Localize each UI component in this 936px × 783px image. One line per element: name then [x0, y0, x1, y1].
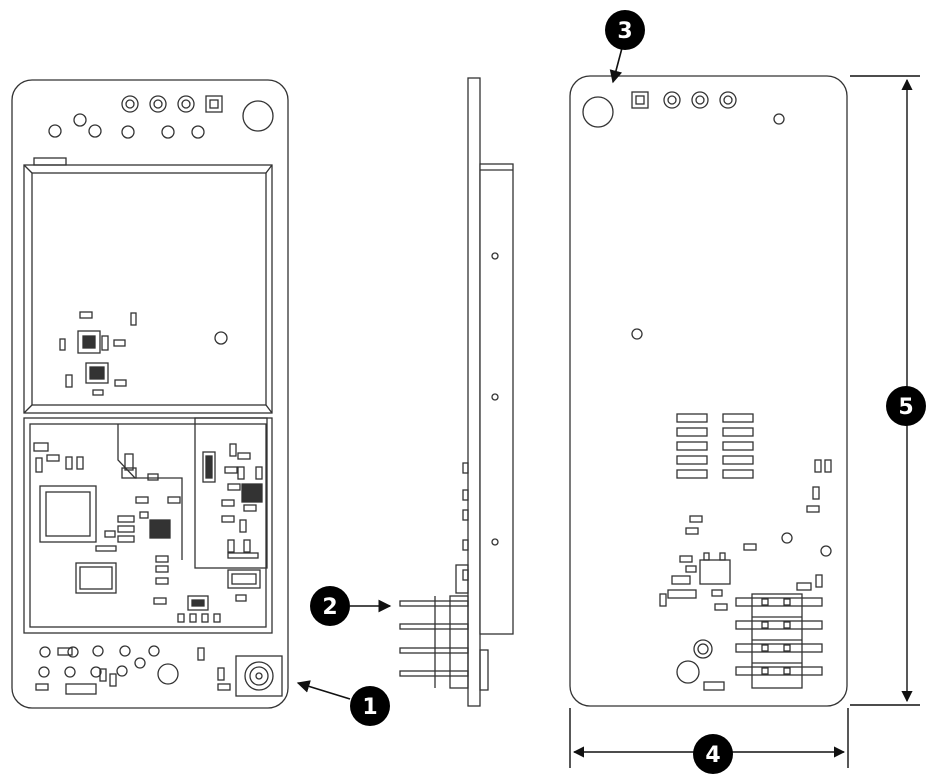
back-pad-array [676, 413, 754, 479]
side-view-board [399, 77, 514, 707]
callout-4-label: 4 [705, 743, 720, 768]
callout-3: 3 [605, 10, 645, 50]
front-mounting-hole-top [242, 100, 274, 132]
front-main-components [33, 442, 263, 623]
callout-3-label: 3 [617, 19, 632, 44]
side-module-shield [479, 163, 514, 635]
side-components [455, 462, 469, 594]
back-view-board [569, 75, 848, 707]
side-pin-header [399, 595, 469, 689]
mcu-chip [39, 485, 97, 543]
front-view-board [11, 79, 289, 709]
callout-4: 4 [693, 734, 733, 774]
front-top-holes [48, 113, 205, 139]
callout-3-arrow [609, 47, 623, 84]
callout-1-arrow [296, 680, 351, 700]
front-board-outline [11, 79, 289, 709]
front-bottom-holes [38, 645, 179, 685]
callout-2: 2 [310, 586, 350, 626]
front-module-components [59, 311, 137, 396]
callout-arrows [296, 47, 623, 700]
front-main-section [23, 417, 273, 634]
back-board-outline [569, 75, 848, 707]
side-pcb-edge [467, 77, 481, 707]
back-pin-header [735, 593, 823, 689]
callout-2-label: 2 [322, 595, 337, 620]
ufl-antenna-connector [235, 655, 283, 697]
back-mounting-hole-top [582, 96, 614, 128]
callout-5-label: 5 [898, 395, 913, 420]
back-mounting-hole-bottom [676, 660, 700, 684]
callout-5: 5 [886, 386, 926, 426]
front-rf-module [23, 164, 273, 414]
back-components [659, 459, 832, 691]
callout-1: 1 [350, 686, 390, 726]
callout-1-label: 1 [362, 695, 377, 720]
front-top-header-pins [121, 95, 223, 113]
back-top-header-pins [631, 91, 737, 109]
